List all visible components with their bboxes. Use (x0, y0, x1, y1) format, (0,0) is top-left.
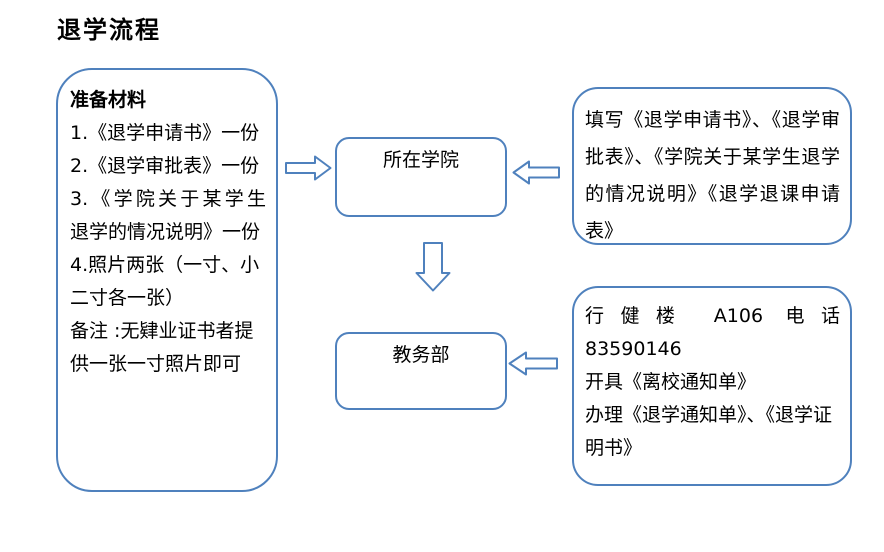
materials-line-8: 供一张一寸照片即可 (70, 353, 242, 375)
college-forms-box: 填写《退学申请书》、《退学审 批表》、《学院关于某学生退学 的情况说明》《退学退… (572, 87, 852, 245)
academic-affairs-info-line-2: 83590146 (585, 338, 682, 360)
page-title: 退学流程 (57, 16, 161, 44)
materials-line-2: 2.《退学审批表》一份 (70, 155, 260, 177)
materials-line-5: 4.照片两张（一寸、小 (70, 254, 260, 276)
academic-affairs-info-line-5: 明书》 (585, 437, 643, 459)
academic-affairs-info-line-1: 行健楼 A106 电话 (585, 305, 840, 327)
academic-affairs-info-line-3: 开具《离校通知单》 (585, 371, 757, 393)
college-forms-line-3: 的情况说明》《退学退课申请 (585, 183, 840, 205)
college-forms-line-1: 填写《退学申请书》、《退学审 (585, 109, 840, 131)
flow-node-college-label: 所在学院 (382, 149, 459, 171)
block-arrow-right-icon (285, 155, 332, 181)
block-arrow-down-icon (415, 242, 451, 292)
block-arrow-left-top-icon (512, 160, 560, 185)
academic-affairs-info-line-4: 办理《退学通知单》、《退学证 (585, 404, 833, 426)
materials-line-6: 二寸各一张） (70, 287, 185, 309)
materials-box: 准备材料 1.《退学申请书》一份 2.《退学审批表》一份 3.《学院关于某学生 … (56, 68, 278, 492)
block-arrow-left-bottom-icon (508, 351, 558, 376)
materials-line-3: 3.《学院关于某学生 (70, 188, 266, 210)
academic-affairs-info-box: 行健楼 A106 电话 83590146 开具《离校通知单》 办理《退学通知单》… (572, 286, 852, 486)
college-forms-line-2: 批表》、《学院关于某学生退学 (585, 146, 840, 168)
flow-node-college: 所在学院 (335, 137, 507, 217)
flow-node-academic-affairs-label: 教务部 (392, 344, 450, 366)
materials-line-1: 1.《退学申请书》一份 (70, 122, 260, 144)
college-forms-line-4: 表》 (585, 220, 624, 242)
materials-line-7: 备注 :无肄业证书者提 (70, 320, 254, 342)
flow-node-academic-affairs: 教务部 (335, 332, 507, 410)
materials-line-4: 退学的情况说明》一份 (70, 221, 261, 243)
materials-heading: 准备材料 (70, 89, 147, 111)
